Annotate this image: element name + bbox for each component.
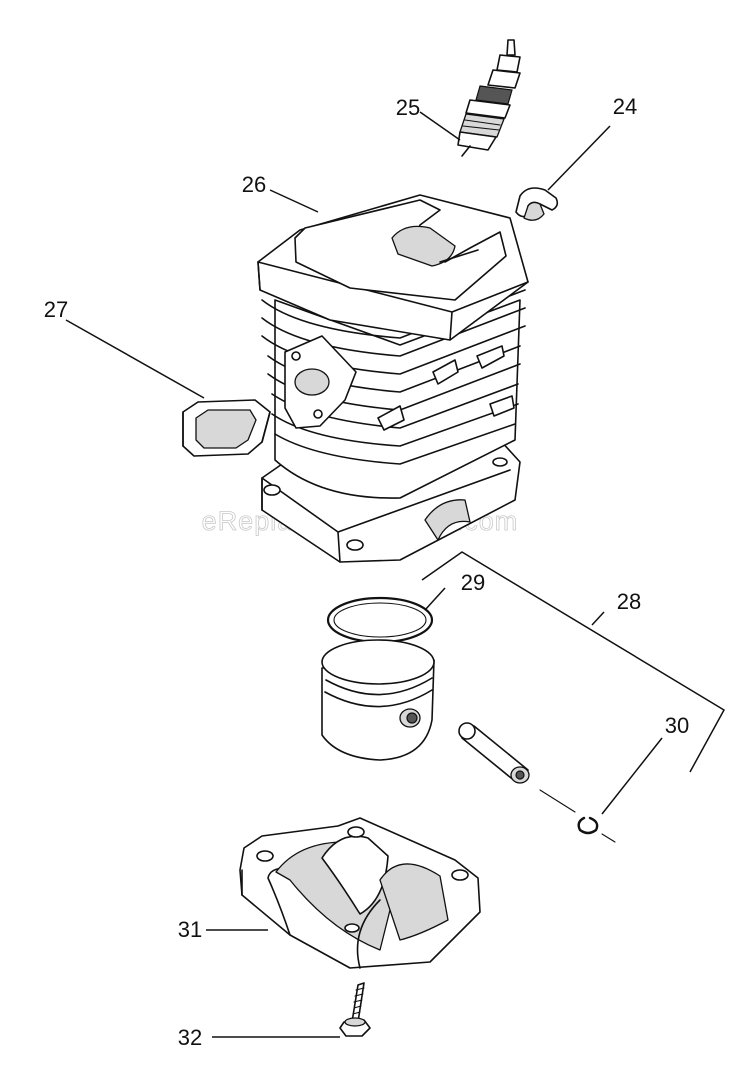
piston [321,639,435,761]
label-24: 24 [613,94,637,119]
crankcase-half [239,817,481,969]
circlip [577,816,616,843]
leader-lines [65,111,726,1038]
label-30: 30 [665,713,689,738]
screw [339,982,371,1037]
label-25: 25 [396,95,420,120]
label-31: 31 [178,917,202,942]
gasket [182,399,271,457]
clip [515,187,559,221]
label-29: 29 [461,570,485,595]
label-27: 27 [44,297,68,322]
cylinder [257,194,529,563]
piston-pin [458,722,576,813]
piston-ring [326,596,434,644]
label-32: 32 [178,1025,202,1050]
label-26: 26 [242,172,266,197]
label-28: 28 [617,589,641,614]
spark-plug [457,39,521,157]
